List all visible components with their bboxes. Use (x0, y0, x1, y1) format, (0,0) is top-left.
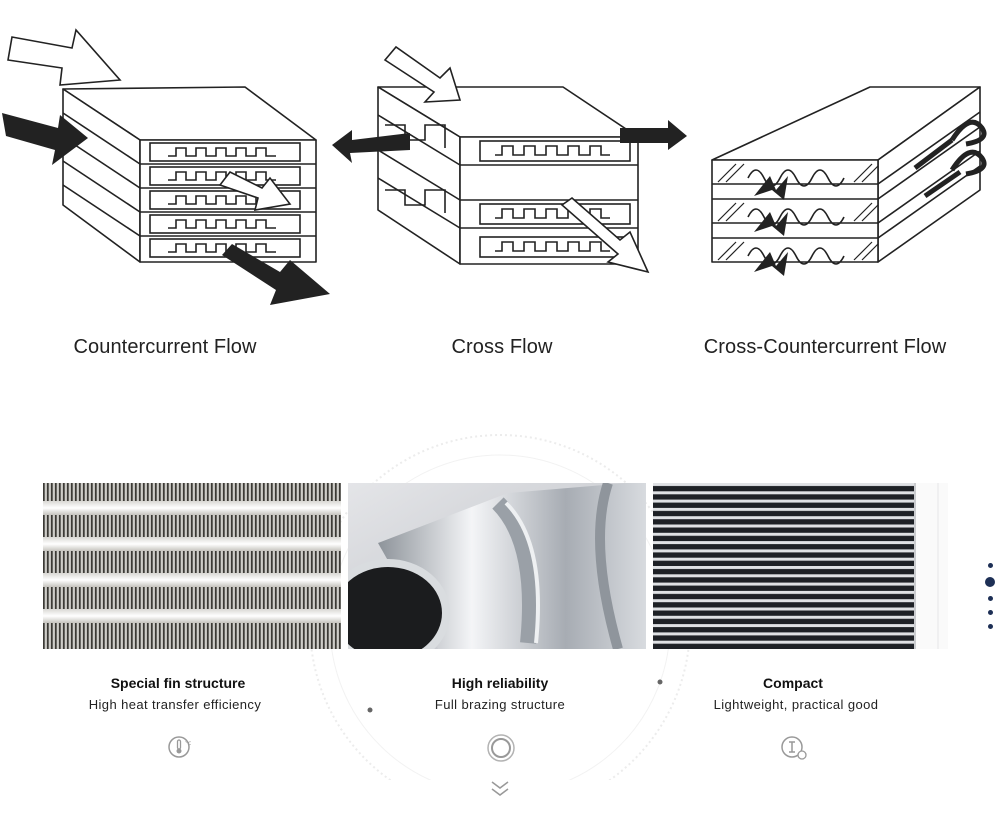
feature-title-compact: Compact (763, 675, 823, 691)
scroll-down-chevron-icon[interactable] (488, 779, 512, 799)
carousel-dot-1[interactable] (987, 563, 993, 568)
carousel-dot-2-active[interactable] (985, 577, 995, 587)
outlet-arrow-white-down (560, 196, 650, 274)
outlet-arrow-white (7, 28, 122, 86)
cross-flow-diagram (332, 45, 687, 274)
countercurrent-flow-diagram (2, 28, 330, 305)
flow-label-cross: Cross Flow (451, 336, 553, 358)
inlet-arrow-black-right (620, 120, 687, 150)
svg-text:°c: °c (185, 740, 191, 747)
cross-countercurrent-flow-diagram (711, 86, 987, 276)
feature-title-fin: Special fin structure (110, 675, 246, 691)
up-arrow-2 (754, 212, 788, 236)
outlet-arrow-black-left (332, 130, 410, 163)
flow-label-countercurrent: Countercurrent Flow (73, 336, 257, 358)
carousel-dot-3[interactable] (987, 596, 993, 601)
ring-icon (487, 734, 515, 762)
feature-subtitle-reliability: Full brazing structure (434, 697, 566, 712)
carousel-pager (980, 563, 1000, 638)
inlet-arrow-black (2, 113, 88, 165)
brazed-tube-photo (348, 483, 646, 649)
feature-subtitle-fin: High heat transfer efficiency (88, 697, 262, 712)
lightweight-icon (781, 736, 807, 760)
thermometer-icon: °c (168, 736, 191, 758)
inlet-arrow-white (383, 45, 462, 103)
up-arrow-3 (754, 252, 788, 276)
carousel-dot-5[interactable] (987, 624, 993, 629)
feature-title-reliability: High reliability (451, 675, 549, 691)
inner-arrow-white (218, 170, 292, 211)
flow-label-cross-countercurrent: Cross-Countercurrent Flow (703, 336, 947, 358)
outlet-arrow-black (222, 244, 330, 305)
compact-core-photo (653, 483, 948, 649)
carousel-dot-4[interactable] (987, 610, 993, 615)
up-arrow-1 (754, 176, 788, 200)
feature-subtitle-compact: Lightweight, practical good (713, 697, 879, 712)
fin-structure-photo (43, 483, 341, 649)
